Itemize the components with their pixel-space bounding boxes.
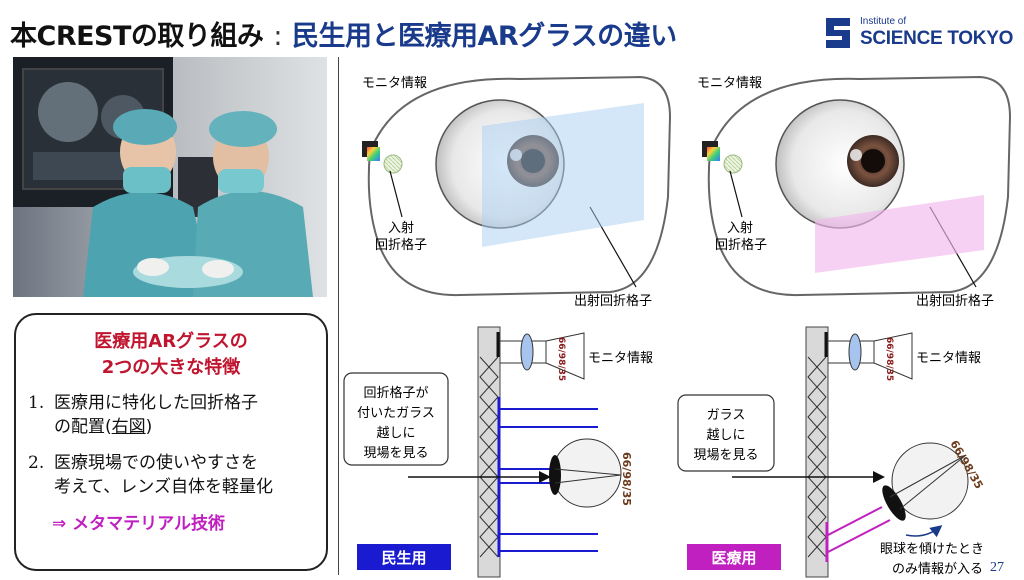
item-1-line1: 医療用に特化した回折格子 [54, 393, 258, 413]
title-sub: 民生用と医療用ARグラスの違い [292, 21, 677, 52]
consumer-callout-line4: 現場を見る [363, 446, 428, 461]
medical-incident-line2: 回折格子 [715, 237, 767, 253]
item-2-line2: 考えて、レンズ自体を軽量化 [54, 477, 273, 497]
medical-callout-line2: 越しに [706, 428, 745, 443]
ar-glasses-diagram: モニタ情報 入射 回折格子 出射回折格子 モニタ情報 入射 回折格子 出射回折格… [343, 76, 1011, 578]
medical-monitor-label: モニタ情報 [697, 76, 762, 91]
consumer-exit-grating-area [482, 103, 644, 247]
consumer-incident-line2: 回折格子 [375, 237, 427, 253]
card-title-line2: 2つの大きな特徴 [101, 357, 241, 378]
consumer-waveguide-diagram: 66/98/35 モニタ情報 66/98/35 回折格子が 付いたガラス 越しに… [343, 326, 653, 578]
medical-incident-line1: 入射 [727, 220, 753, 236]
consumer-lens-icon [520, 333, 534, 371]
medical-callout-line3: 現場を見る [693, 448, 758, 463]
consumer-badge-label: 民生用 [381, 549, 426, 567]
medical-badge [687, 544, 781, 570]
consumer-monitor-label-2: モニタ情報 [588, 351, 653, 366]
medical-exit-grating-area [815, 195, 984, 273]
consumer-exit-label: 出射回折格子 [574, 293, 652, 309]
item-1-line2: の配置(右図) [54, 417, 153, 437]
medical-exit-label: 出射回折格子 [916, 293, 994, 309]
medical-monitor-label-2: モニタ情報 [916, 351, 981, 366]
feature-item-2: 2. 医療現場での使いやすさを 考えて、レンズ自体を軽量化 [28, 451, 273, 499]
consumer-monitor-label: モニタ情報 [362, 76, 427, 91]
item-2-line1: 医療現場での使いやすさを [54, 453, 258, 473]
medical-badge-label: 医療用 [711, 549, 756, 567]
tilt-arrow-icon [905, 525, 943, 538]
metamaterial-highlight: ⇒ メタマテリアル技術 [52, 514, 225, 534]
right-figure-link: 右図 [111, 417, 146, 437]
column-divider [338, 57, 339, 575]
consumer-monitor-value: 66/98/35 [556, 337, 566, 381]
logo-line2: SCIENCE TOKYO [860, 28, 1014, 49]
consumer-callout-line3: 越しに [376, 426, 415, 441]
medical-waveguide-diagram: 66/98/35 モニタ情報 66/98/35 ガラス 越しに 現場を見る 眼球… [677, 326, 986, 578]
consumer-callout-line1: 回折格子が [363, 385, 428, 401]
tilt-note-line1: 眼球を傾けたとき [880, 542, 984, 557]
title-main: 本CRESTの取り組み [10, 21, 264, 52]
medical-callout [677, 394, 775, 472]
institute-logo: Institute of SCIENCE TOKYO [822, 14, 1014, 54]
medical-callout-line1: ガラス [707, 408, 746, 423]
consumer-retina-value: 66/98/35 [620, 452, 633, 506]
consumer-callout [343, 372, 449, 466]
item-1-number: 1. [28, 393, 45, 413]
logo-mark-icon [826, 18, 850, 48]
logo-line1: Institute of [860, 16, 907, 27]
tilt-note-line2: のみ情報が入る [892, 562, 983, 577]
surgeons-photo [13, 57, 327, 297]
feature-item-1: 1. 医療用に特化した回折格子 の配置(右図) [28, 391, 258, 439]
slide-title: 本CRESTの取り組み: 民生用と医療用ARグラスの違い [10, 14, 677, 53]
consumer-badge [357, 544, 451, 570]
medical-monitor-value: 66/98/35 [884, 337, 894, 381]
medical-lens-icon [848, 333, 862, 371]
consumer-incident-line1: 入射 [388, 220, 414, 236]
card-title-line1: 医療用ARグラスの [94, 331, 248, 352]
consumer-callout-line2: 付いたガラス [357, 406, 435, 421]
page-number: 27 [990, 560, 1004, 575]
feature-card: 医療用ARグラスの 2つの大きな特徴 1. 医療用に特化した回折格子 の配置(右図… [14, 313, 328, 571]
item-2-number: 2. [28, 453, 45, 473]
title-separator: : [273, 21, 283, 52]
